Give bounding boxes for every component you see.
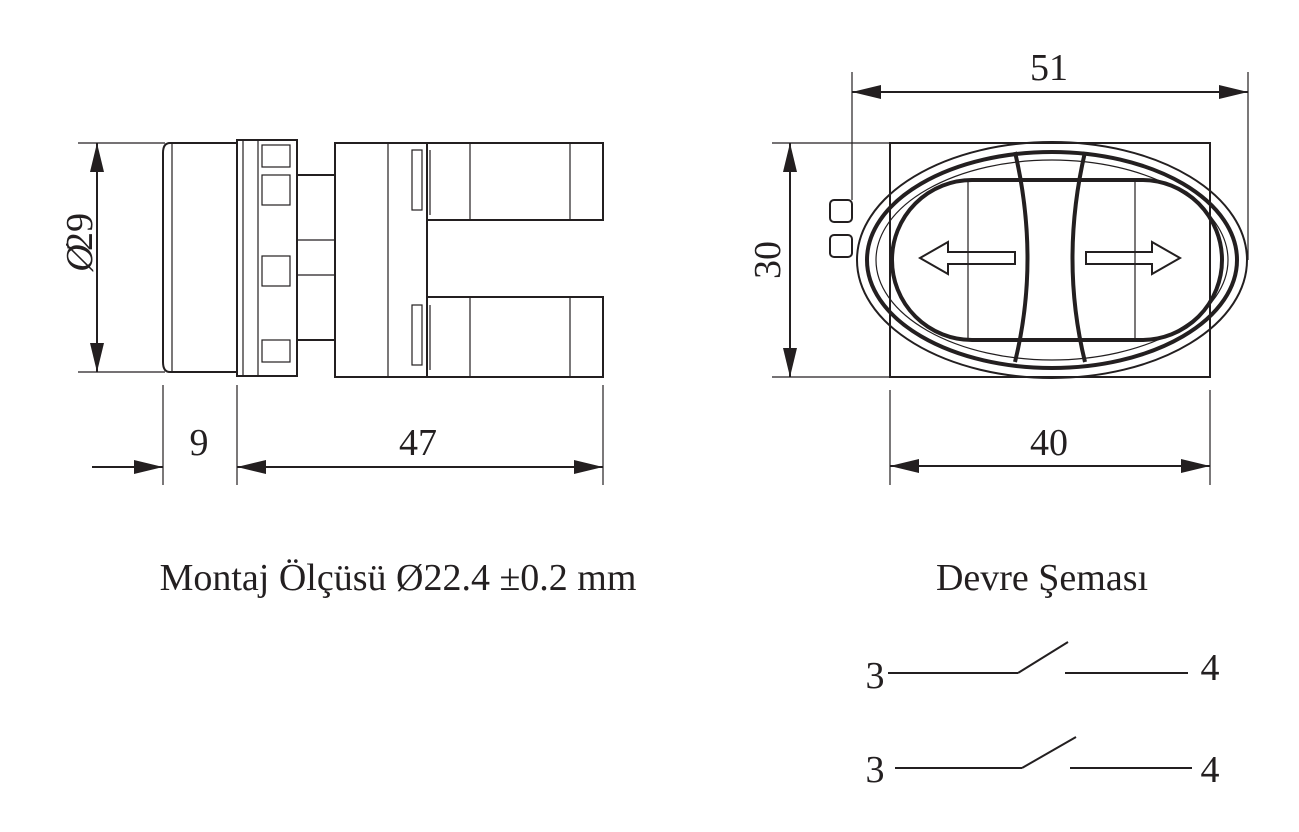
terminal-upper [426, 142, 604, 221]
side-view: Ø 29 [59, 139, 604, 485]
bezel-outer [856, 141, 1248, 379]
contact-body [334, 142, 428, 378]
tab-lower [829, 234, 853, 258]
front-bezel [162, 142, 238, 373]
circuit-diagram: 3 4 3 4 [866, 641, 1220, 791]
circuit-caption: Devre Şeması [936, 557, 1148, 599]
depth-front-label: 9 [190, 422, 209, 464]
front-view: 51 30 40 [747, 47, 1249, 485]
contact-2: 3 4 [866, 736, 1220, 791]
arrow-right-icon [1085, 240, 1183, 276]
mounting-caption: Montaj Ölçüsü Ø22.4 ±0.2 mm [160, 557, 637, 599]
arrow-left-icon [917, 240, 1016, 276]
contact-1: 3 4 [866, 641, 1220, 697]
terminal-4-label: 4 [1201, 647, 1220, 689]
tab-upper [829, 199, 853, 223]
terminal-4-label: 4 [1201, 749, 1220, 791]
terminal-3-label: 3 [866, 655, 885, 697]
diameter-label: 29 [59, 213, 101, 251]
diameter-symbol: Ø [59, 243, 101, 273]
width-body-label: 40 [1030, 422, 1068, 464]
button-face [890, 178, 1224, 342]
terminal-3-label: 3 [866, 749, 885, 791]
terminal-lower [426, 296, 604, 378]
neck [296, 174, 336, 341]
width-overall-label: 51 [1030, 47, 1068, 89]
height-label: 30 [747, 241, 789, 279]
depth-body-label: 47 [399, 422, 437, 464]
